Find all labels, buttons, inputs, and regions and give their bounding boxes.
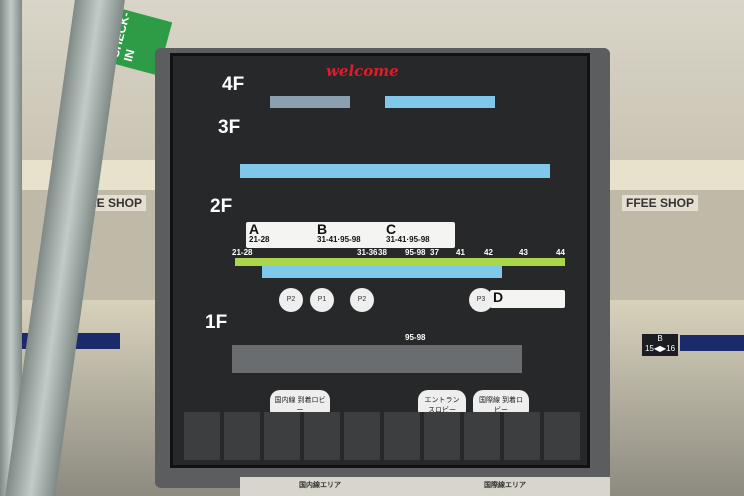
gate-label: 44 (556, 248, 565, 257)
gate-label: 41 (456, 248, 465, 257)
pillar-left (0, 0, 22, 496)
floor4-map (270, 96, 350, 108)
floor-4f: 4F (222, 74, 245, 95)
parking-p1: P1 (310, 288, 334, 312)
gate-label: 21-28 (232, 248, 253, 257)
floor2-concourse (235, 258, 565, 266)
international-area-label: 国際線エリア (400, 477, 610, 496)
gate-label: 43 (519, 248, 528, 257)
floor-1f: 1F (205, 312, 228, 333)
floor-3f: 3F (218, 117, 241, 138)
domestic-area-label: 国内線エリア (240, 477, 400, 496)
floor1-gate-label: 95-98 (405, 333, 426, 342)
facility-legend (180, 412, 580, 460)
floor3-map (240, 164, 550, 178)
floor4-map-east (385, 96, 495, 108)
gate-label: 95-98 (405, 248, 426, 257)
checkin-counter-right (680, 335, 744, 351)
gate-sign-range: 15◀▶16 (644, 344, 676, 353)
gate-label: 42 (484, 248, 493, 257)
coffee-shop-sign-right: FFEE SHOP (622, 195, 699, 211)
gate-sign-letter: B (657, 334, 663, 343)
parking-p3: P3 (469, 288, 493, 312)
floor-2f: 2F (210, 196, 233, 217)
parking-p2: P2 (279, 288, 303, 312)
gate-label: 37 (430, 248, 439, 257)
checkpoint-d: D (490, 290, 565, 308)
gate-label: 31-36 (357, 248, 378, 257)
floor2-map (262, 266, 502, 278)
parking-p2-east: P2 (350, 288, 374, 312)
floor1-map (232, 345, 522, 373)
welcome-logo: welcome (326, 62, 399, 80)
gate-label: 38 (378, 248, 387, 257)
